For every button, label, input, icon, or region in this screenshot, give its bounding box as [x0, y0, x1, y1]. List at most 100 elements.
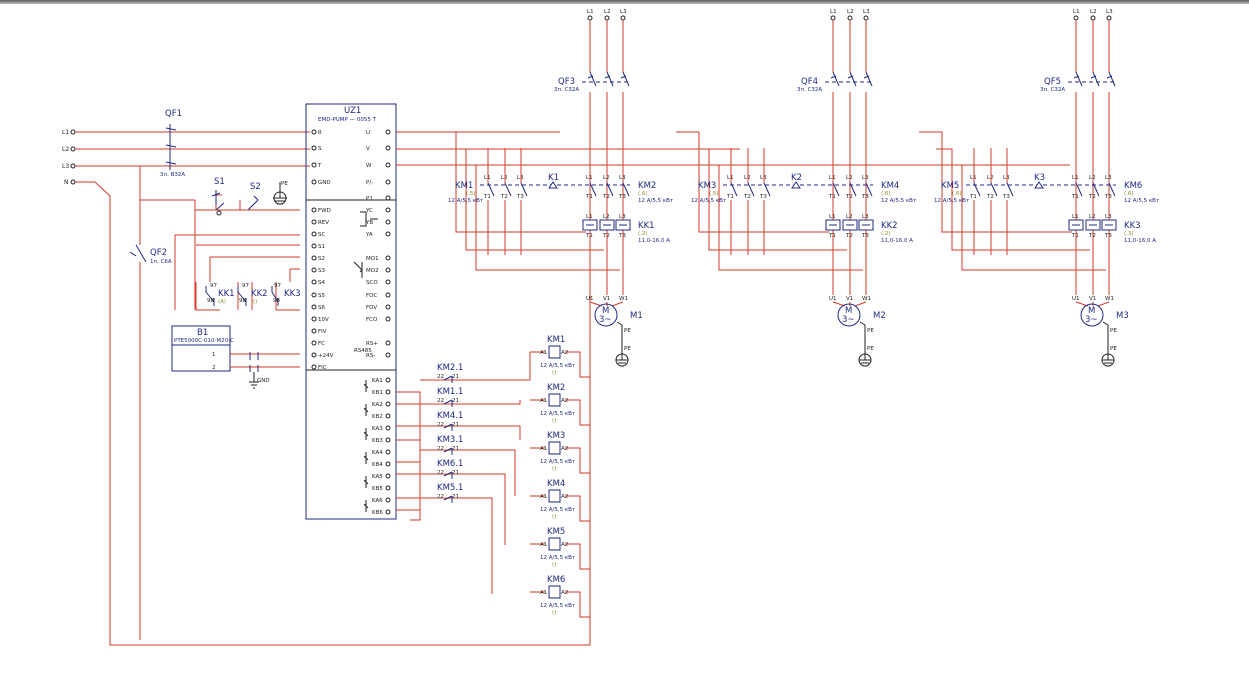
- input-l1-label: L1: [62, 129, 69, 136]
- coil-rating: 12 А/5,5 кВт: [540, 603, 576, 609]
- motor-terminal-w1: W1: [862, 296, 871, 302]
- coil-name: KM2: [547, 383, 565, 393]
- terminal-label-fc: FC: [318, 341, 325, 347]
- m1-name: M1: [630, 311, 643, 321]
- uz1-left-terminals: RSTGNDFWDREVSCS1S2S3S4S5S610VFIVFC+24VFI…: [311, 129, 334, 371]
- pole-label-in: L3: [862, 175, 869, 181]
- phase-terminal: [847, 15, 853, 21]
- coil-pin-a1: A1: [540, 590, 547, 596]
- ground-symbol: [1101, 353, 1115, 367]
- uz1-model: EMD-PUMP — 0055 T: [318, 117, 377, 123]
- pole-label-in: L1: [829, 175, 836, 181]
- km4-power-rating: 12 А/5,5 кВт: [881, 198, 917, 204]
- kk2-contact-mark: (): [253, 299, 257, 305]
- kk1-contact-mark: (А): [218, 299, 226, 305]
- terminal-s3: [311, 267, 317, 273]
- kk2-contact: 97 98 KK2 (): [237, 283, 268, 306]
- terminal-s4: [311, 279, 317, 285]
- motor-circle: [594, 303, 618, 327]
- coil-pin-a2: A2: [561, 542, 568, 548]
- terminal-ka1: [385, 377, 391, 383]
- coil-mark: (): [552, 610, 556, 616]
- phase-terminal: [620, 15, 626, 21]
- aux-contact-pin-21: 21: [452, 494, 459, 500]
- terminal-u: [385, 129, 391, 135]
- terminal-rev: [311, 219, 317, 225]
- terminal-label-ka2: KA2: [372, 402, 383, 408]
- kk3-pin-97: 97: [274, 283, 281, 289]
- motor-pe-label: PE: [1110, 328, 1117, 334]
- terminal-ka3: [385, 425, 391, 431]
- kk1-pin-98: 98: [207, 298, 214, 304]
- terminal-+24v: [311, 352, 317, 358]
- coil-pin-a2: A2: [561, 590, 568, 596]
- aux-contact-name: KM3.1: [437, 435, 463, 445]
- aux-contact-pin-21: 21: [452, 470, 459, 476]
- motor-terminal-v1: V1: [1089, 296, 1096, 302]
- coil-mark: (): [552, 418, 556, 424]
- km1-power-mark: (.5): [466, 191, 476, 197]
- terminal-mo2: [385, 267, 391, 273]
- phase-terminal: [587, 15, 593, 21]
- phase-label: L2: [604, 9, 611, 15]
- m2-name: M2: [873, 311, 886, 321]
- uz1-drive: UZ1 EMD-PUMP — 0055 T RSTGNDFWDREVSCS1S2…: [281, 103, 397, 520]
- km3-power-rating: 12 А/5,5 кВт: [691, 198, 727, 204]
- qf3-name: QF3: [558, 77, 575, 87]
- pole-label-in: L1: [484, 175, 491, 181]
- pole-label-in: L3: [862, 214, 869, 220]
- coil-rating: 12 А/5,5 кВт: [540, 363, 576, 369]
- ground-symbol: [858, 353, 872, 367]
- pole-label-out: T2: [1088, 233, 1096, 239]
- kk1-name: KK1: [638, 221, 655, 231]
- m2-symbol: M: [845, 306, 852, 316]
- terminal-label-fov: FOV: [366, 305, 377, 311]
- terminal-sco: [385, 279, 391, 285]
- m1-symbol: M: [602, 306, 609, 316]
- kk3-pin-98: 98: [273, 298, 280, 304]
- terminal-s6: [311, 304, 317, 310]
- coil-name: KM3: [547, 431, 565, 441]
- pole-label-out: T3: [861, 233, 869, 239]
- phase-label: L1: [587, 9, 594, 15]
- pole-label-out: T3: [1104, 194, 1112, 200]
- km3-power-name: KM3: [698, 181, 716, 191]
- interlock-marker: [548, 181, 558, 189]
- coil-pin-a1: A1: [540, 398, 547, 404]
- pole-label-out: T2: [986, 194, 994, 200]
- kk2-contact-name: KK2: [251, 289, 268, 299]
- phase-terminal: [1090, 15, 1096, 21]
- uz1-name: UZ1: [344, 106, 361, 116]
- terminal-fov: [385, 304, 391, 310]
- phase-terminal: [863, 15, 869, 21]
- terminal-label-kb6: KB6: [372, 510, 383, 516]
- phase-label: L3: [1106, 9, 1113, 15]
- terminal-label-fiv: FIV: [318, 329, 327, 335]
- terminal-foc: [385, 292, 391, 298]
- pole-label-in: L1: [586, 175, 593, 181]
- pole-label-in: L2: [603, 214, 610, 220]
- kk3-contact-name: KK3: [284, 289, 301, 299]
- terminal-label-rs-: RS-: [366, 353, 375, 359]
- terminal-label-10v: 10V: [318, 317, 329, 323]
- terminal-label-kb5: KB5: [372, 486, 383, 492]
- terminal-label-kb4: KB4: [372, 462, 383, 468]
- m3-symbol: M: [1088, 306, 1095, 316]
- qf2-breaker: QF2 1п. С6А: [129, 166, 172, 640]
- qf2-rating: 1п. С6А: [150, 259, 172, 265]
- terminal-label-s2: S2: [318, 256, 325, 262]
- pole-label-out: T1: [969, 194, 977, 200]
- terminal-label-mo2: MO2: [366, 268, 379, 274]
- uz1-pe-label: PE: [281, 181, 288, 187]
